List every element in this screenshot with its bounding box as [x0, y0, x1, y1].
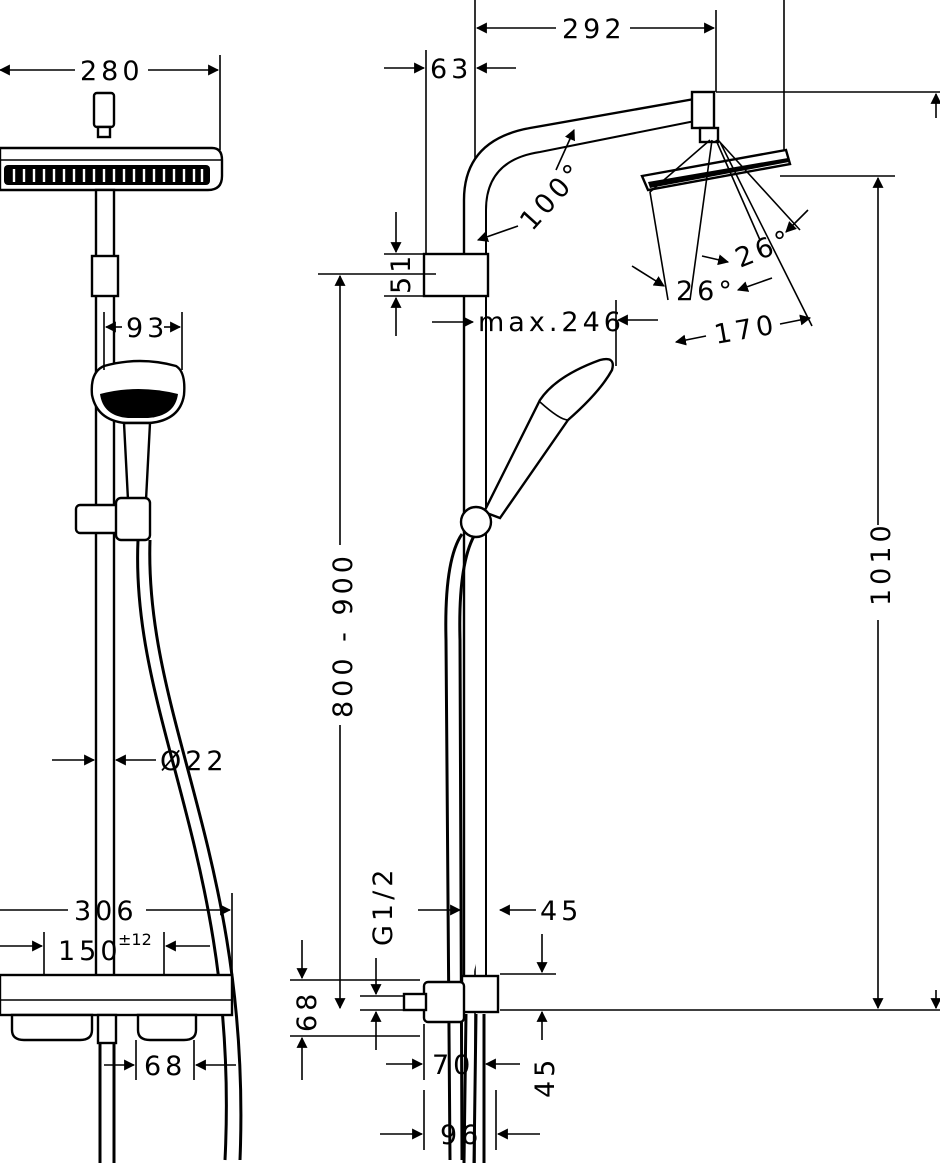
dim-wall-to-rail: 63 — [430, 54, 472, 85]
nozzle-row — [4, 165, 210, 185]
dim-inlet-tolerance: ±12 — [118, 930, 152, 949]
dim-spray-angle-outer: 26° — [676, 276, 736, 307]
dim-thread: G1/2 — [368, 866, 399, 946]
dim-inlet-spacing: 150 — [58, 936, 122, 967]
hand-shower-nozzles — [100, 389, 178, 418]
dim-head-height: 1010 — [866, 521, 897, 606]
dim-handshower-reach: max.246 — [478, 307, 625, 338]
head-ball-joint — [698, 126, 720, 144]
dim-rail-diameter: Ø22 — [160, 746, 228, 777]
dim-arm-projection: 292 — [562, 14, 626, 45]
dim-rail-to-pipe: 45 — [540, 896, 582, 927]
side-slider — [459, 505, 493, 539]
mixer-right-handle — [136, 1013, 198, 1042]
wall-connector — [422, 980, 466, 1024]
dim-connector-height: 68 — [292, 990, 323, 1032]
wall-holder — [422, 252, 490, 298]
dim-connector-width: 70 — [432, 1050, 474, 1081]
g12-thread — [402, 992, 428, 1012]
rail-coupler — [90, 254, 120, 298]
side-hand-shower — [482, 357, 614, 520]
dim-holder-height: 51 — [386, 252, 417, 294]
head-connector — [92, 91, 116, 129]
dim-head-diameter: 170 — [712, 309, 780, 351]
side-rail-outer — [462, 96, 701, 1010]
mixer-left-handle — [10, 1013, 94, 1042]
slider-holder — [114, 496, 152, 542]
dim-mixer-width: 306 — [74, 896, 138, 927]
spout-connector — [96, 1013, 118, 1045]
wall-connector-box — [460, 974, 500, 1014]
shower-rail — [94, 188, 116, 992]
dim-wall-fixing-range: 800 - 900 — [328, 552, 359, 718]
spray-pattern — [649, 139, 813, 327]
dim-total-depth: 96 — [440, 1120, 482, 1151]
side-hose — [444, 533, 464, 1161]
dim-handshower-width: 93 — [126, 313, 168, 344]
arm-joint — [690, 90, 716, 130]
dim-valve-offset: 68 — [144, 1051, 186, 1082]
hand-shower-handle — [122, 421, 152, 502]
dim-pipe-below: 45 — [530, 1056, 561, 1098]
side-view: 292 63 100° 51 max.246 26° 26° 170 — [290, 0, 940, 1163]
side-rail-inner — [485, 119, 701, 1010]
thermostat-mixer — [0, 973, 234, 1017]
front-view: 280 93 Ø22 306 150 ±12 68 — [0, 55, 243, 1163]
shower-hose — [136, 539, 228, 1161]
dim-head-width: 280 — [80, 56, 144, 87]
head-connector-nut — [96, 125, 112, 139]
